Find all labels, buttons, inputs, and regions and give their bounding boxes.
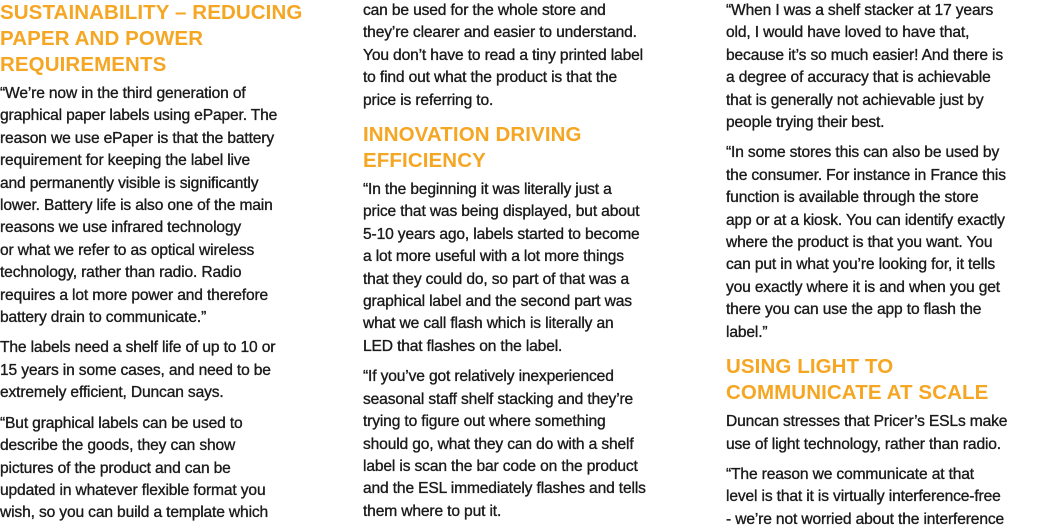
paragraph-shelf-stacker-quote: “When I was a shelf stacker at 17 years … xyxy=(726,2,1004,132)
paragraph-graphical-labels: “But graphical labels can be used to des… xyxy=(0,414,269,522)
paragraph-seasonal-staff-quote: “If you’ve got relatively inexperienced … xyxy=(363,368,646,520)
paragraph-beginning-quote: “In the beginning it was literally just … xyxy=(363,181,640,355)
article-column-2: can be used for the whole store and they… xyxy=(363,0,703,523)
paragraph-epaper-quote: “We’re now in the third generation of gr… xyxy=(0,85,278,327)
paragraph-interference-quote: “The reason we communicate at that level… xyxy=(726,465,1005,528)
paragraph-consumer-quote: “In some stores this can also be used by… xyxy=(726,144,1006,341)
article-column-3: “When I was a shelf stacker at 17 years … xyxy=(726,0,1049,531)
section-heading-innovation: INNOVATION DRIVING EFFICIENCY xyxy=(363,123,582,173)
section-heading-sustainability: SUSTAINABILITY – REDUCING PAPER AND POWE… xyxy=(0,1,303,76)
paragraph-shelf-life: The labels need a shelf life of up to 10… xyxy=(0,339,276,402)
section-heading-using-light: USING LIGHT TO COMMUNICATE AT SCALE xyxy=(726,355,989,405)
article-column-1: SUSTAINABILITY – REDUCING PAPER AND POWE… xyxy=(0,0,340,525)
paragraph-template-continued: can be used for the whole store and they… xyxy=(363,2,643,109)
paragraph-light-technology: Duncan stresses that Pricer’s ESLs make … xyxy=(726,413,1008,453)
